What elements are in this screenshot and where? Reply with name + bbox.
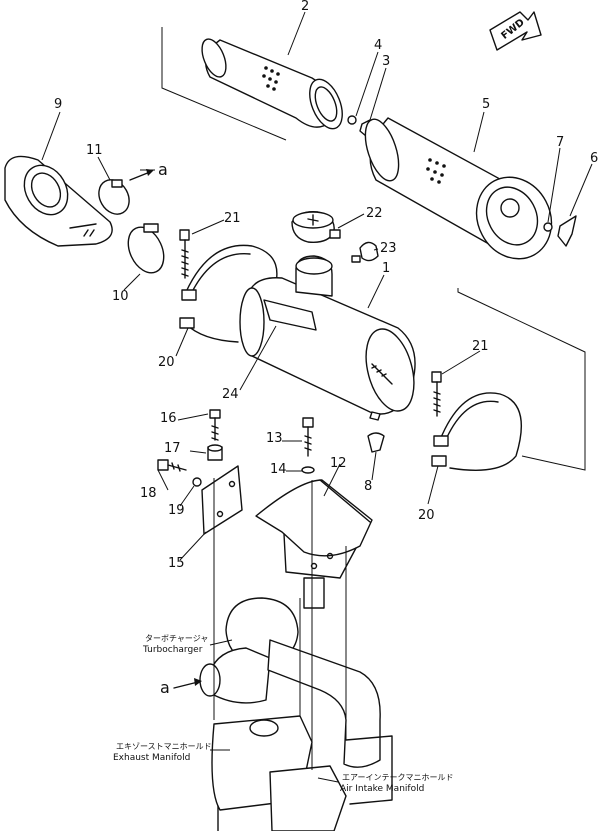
- callout-part-8: 8: [364, 479, 373, 494]
- callout-part-15: 15: [168, 556, 185, 571]
- air-intake-manifold-label-jp: エアーインテークマニホールド: [342, 773, 454, 782]
- cap-part-22: [292, 212, 340, 243]
- callout-part-1: 1: [382, 261, 391, 276]
- clamp-part-11: [93, 174, 135, 219]
- callout-part-20-right: 20: [418, 508, 435, 523]
- callout-part-21-left: 21: [224, 211, 241, 226]
- callout-part-14: 14: [270, 462, 287, 477]
- callout-part-18: 18: [140, 486, 157, 501]
- bolt-part-16: [210, 410, 220, 440]
- bolt-part-21-left: [180, 230, 189, 278]
- bolt-part-13: [303, 418, 313, 456]
- assembly-centerlines: [214, 478, 346, 770]
- turbocharger-label-en: Turbocharger: [143, 645, 203, 655]
- bracket-part-15: [202, 466, 242, 534]
- connection-mark-a-bottom: a: [160, 678, 170, 697]
- engine-turbocharger: [200, 598, 380, 767]
- clamp-part-10: [121, 221, 170, 278]
- leader-lines: [42, 12, 592, 560]
- inner-element-part-2: [197, 36, 348, 134]
- fwd-arrow-icon: [490, 12, 541, 50]
- washer-part-4: [348, 116, 356, 124]
- callout-part-6: 6: [590, 151, 599, 166]
- valve-part-8: [368, 433, 384, 452]
- exhaust-manifold-label-jp: エキゾーストマニホールド: [116, 742, 212, 751]
- washer-part-14: [302, 467, 314, 473]
- callout-part-10: 10: [112, 289, 129, 304]
- washer-part-7: [544, 223, 552, 231]
- callout-part-17: 17: [164, 441, 181, 456]
- label-leaders: [210, 640, 338, 782]
- bolt-part-21-right: [432, 372, 441, 416]
- air-cleaner-body-part-1: [240, 256, 422, 420]
- callout-part-21-right: 21: [472, 339, 489, 354]
- callout-part-22: 22: [366, 206, 383, 221]
- bolt-part-18: [158, 460, 186, 471]
- engine-air-intake-manifold: [270, 736, 392, 831]
- callout-part-16: 16: [160, 411, 177, 426]
- outer-element-part-5: [359, 115, 566, 272]
- callout-part-3: 3: [382, 54, 391, 69]
- callout-part-19: 19: [168, 503, 185, 518]
- callout-part-9: 9: [54, 97, 63, 112]
- callout-part-4: 4: [374, 38, 383, 53]
- band-part-20-right: [432, 393, 521, 470]
- callout-part-20-left: 20: [158, 355, 175, 370]
- callout-part-24: 24: [222, 387, 239, 402]
- inlet-elbow-part-9: [5, 156, 112, 246]
- perspective-plane-top: [162, 27, 585, 470]
- turbocharger-label-jp: ターボチャージャ: [145, 634, 209, 643]
- connection-arrow-icon: [130, 169, 202, 688]
- indicator-part-23: [352, 242, 378, 262]
- band-part-20-left: [180, 245, 277, 342]
- callout-part-23: 23: [380, 241, 397, 256]
- exhaust-manifold-label-en: Exhaust Manifold: [113, 753, 191, 763]
- washer-part-19: [193, 478, 201, 486]
- callout-part-5: 5: [482, 97, 491, 112]
- callout-part-2: 2: [301, 0, 310, 14]
- wing-nut-part-6: [558, 216, 576, 246]
- air-intake-manifold-label-en: Air Intake Manifold: [340, 784, 425, 794]
- callout-part-13: 13: [266, 431, 283, 446]
- bracket-part-12: [256, 480, 372, 608]
- collar-part-17: [208, 445, 222, 460]
- callout-part-11: 11: [86, 143, 103, 158]
- connection-mark-a-top: a: [158, 160, 168, 179]
- callout-part-12: 12: [330, 456, 347, 471]
- callout-part-7: 7: [556, 135, 565, 150]
